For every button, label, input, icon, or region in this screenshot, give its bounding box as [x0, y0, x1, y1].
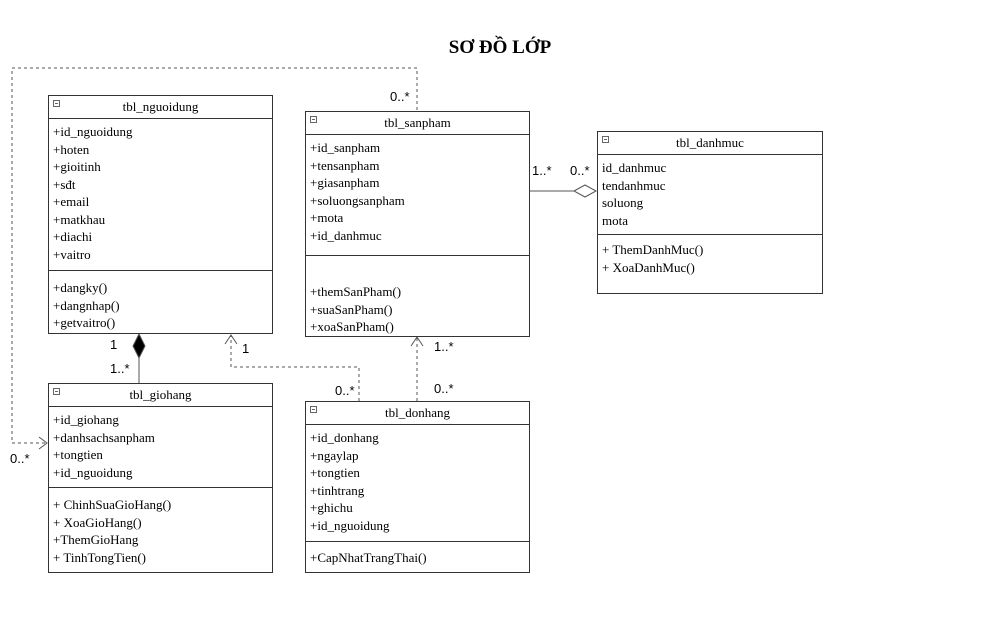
- attribute: +id_nguoidung: [310, 517, 390, 533]
- class-tbl-donhang[interactable]: tbl_donhang +id_donhang +ngaylap +tongti…: [305, 401, 530, 573]
- aggregation-diamond: [572, 184, 598, 198]
- attribute: +giasanpham: [310, 175, 380, 190]
- method: + TinhTongTien(): [53, 549, 146, 565]
- methods-section: +CapNhatTrangThai(): [306, 542, 529, 567]
- attribute: +vaitro: [53, 246, 91, 262]
- class-header: tbl_danhmuc: [598, 132, 822, 155]
- collapse-icon[interactable]: [53, 388, 60, 395]
- methods-section: +dangky() +dangnhap() +getvaitro(): [49, 271, 272, 332]
- methods-section: + ThemDanhMuc() + XoaDanhMuc(): [598, 235, 822, 276]
- attributes-section: +id_sanpham +tensanpham +giasanpham +sol…: [306, 135, 529, 256]
- attribute: +tensanpham: [310, 157, 380, 173]
- attribute: +ghichu: [310, 500, 353, 515]
- attribute: +email: [53, 194, 90, 209]
- attributes-section: +id_giohang +danhsachsanpham +tongtien +…: [49, 407, 272, 488]
- multiplicity-label: 1: [242, 341, 250, 356]
- attribute: +diachi: [53, 229, 93, 244]
- method: +CapNhatTrangThai(): [310, 550, 427, 565]
- method: +dangnhap(): [53, 297, 120, 313]
- method: +dangky(): [53, 280, 108, 295]
- attribute: +ngaylap: [310, 447, 359, 463]
- dependency-sanpham-giohang: [11, 67, 418, 444]
- method: +xoaSanPham(): [310, 319, 394, 334]
- attribute: +id_danhmuc: [310, 227, 382, 243]
- attribute: +id_sanpham: [310, 140, 381, 155]
- arrowhead-nguoidung: [224, 334, 238, 345]
- class-header: tbl_giohang: [49, 384, 272, 407]
- method: + ThemDanhMuc(): [602, 242, 704, 257]
- attribute: +id_nguoidung: [53, 464, 133, 480]
- methods-section: +themSanPham() +suaSanPham() +xoaSanPham…: [306, 256, 529, 336]
- attribute: +tongtien: [53, 447, 103, 462]
- collapse-icon[interactable]: [602, 136, 609, 143]
- arrowhead-sanpham: [410, 336, 424, 347]
- class-header: tbl_sanpham: [306, 112, 529, 135]
- attributes-section: +id_nguoidung +hoten +gioitinh +sđt +ema…: [49, 119, 272, 271]
- attribute: +soluongsanpham: [310, 192, 405, 208]
- attribute: soluong: [602, 195, 644, 210]
- method: +themSanPham(): [310, 284, 402, 299]
- class-name: tbl_nguoidung: [122, 99, 199, 114]
- attribute: +gioitinh: [53, 159, 101, 174]
- class-header: tbl_donhang: [306, 402, 529, 425]
- method: + ChinhSuaGioHang(): [53, 497, 172, 512]
- class-header: tbl_nguoidung: [49, 96, 272, 119]
- attribute: +mota: [310, 210, 344, 225]
- attribute: +tongtien: [310, 465, 360, 480]
- multiplicity-label: 1..*: [434, 339, 454, 354]
- attribute: +danhsachsanpham: [53, 429, 155, 445]
- multiplicity-label: 0..*: [434, 381, 454, 396]
- method: + XoaDanhMuc(): [602, 259, 695, 275]
- class-tbl-giohang[interactable]: tbl_giohang +id_giohang +danhsachsanpham…: [48, 383, 273, 573]
- attributes-section: id_danhmuc tendanhmuc soluong mota: [598, 155, 822, 235]
- attribute: id_danhmuc: [602, 160, 667, 175]
- attribute: +sđt: [53, 176, 76, 192]
- class-tbl-danhmuc[interactable]: tbl_danhmuc id_danhmuc tendanhmuc soluon…: [597, 131, 823, 294]
- multiplicity-label: 1: [110, 337, 118, 352]
- class-name: tbl_giohang: [129, 387, 192, 402]
- attribute: +tinhtrang: [310, 482, 365, 498]
- multiplicity-label: 0..*: [10, 451, 30, 466]
- class-name: tbl_danhmuc: [676, 135, 744, 150]
- attribute: +id_donhang: [310, 430, 379, 445]
- composition-diamond: [132, 332, 146, 360]
- method: +suaSanPham(): [310, 301, 393, 317]
- attribute: +id_nguoidung: [53, 124, 133, 139]
- collapse-icon[interactable]: [310, 116, 317, 123]
- method: +ThemGioHang: [53, 532, 139, 547]
- attributes-section: +id_donhang +ngaylap +tongtien +tinhtran…: [306, 425, 529, 542]
- attribute: +hoten: [53, 141, 90, 157]
- attribute: mota: [602, 212, 628, 228]
- method: +getvaitro(): [53, 315, 116, 330]
- class-name: tbl_donhang: [385, 405, 450, 420]
- multiplicity-label: 0..*: [570, 163, 590, 178]
- diagram-title: SƠ ĐỒ LỚP: [448, 37, 552, 58]
- methods-section: + ChinhSuaGioHang() + XoaGioHang() +Them…: [49, 488, 272, 566]
- class-name: tbl_sanpham: [384, 115, 451, 130]
- collapse-icon[interactable]: [310, 406, 317, 413]
- collapse-icon[interactable]: [53, 100, 60, 107]
- multiplicity-label: 0..*: [390, 89, 410, 104]
- multiplicity-label: 0..*: [335, 383, 355, 398]
- arrowhead-giohang: [38, 436, 48, 450]
- method: + XoaGioHang(): [53, 514, 142, 530]
- class-tbl-sanpham[interactable]: tbl_sanpham +id_sanpham +tensanpham +gia…: [305, 111, 530, 337]
- attribute: tendanhmuc: [602, 177, 666, 193]
- attribute: +matkhau: [53, 211, 106, 227]
- dependency-donhang-nguoidung: [230, 336, 360, 401]
- multiplicity-label: 1..*: [110, 361, 130, 376]
- class-tbl-nguoidung[interactable]: tbl_nguoidung +id_nguoidung +hoten +gioi…: [48, 95, 273, 334]
- multiplicity-label: 1..*: [532, 163, 552, 178]
- attribute: +id_giohang: [53, 412, 119, 427]
